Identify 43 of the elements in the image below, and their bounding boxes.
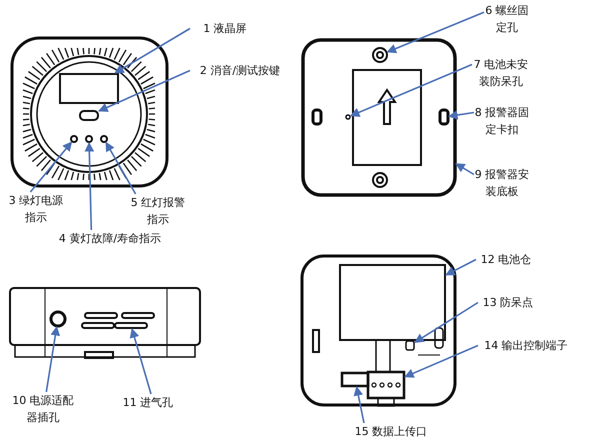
battery-compartment xyxy=(339,264,446,341)
callout-label: 5 红灯报警指示 xyxy=(130,194,186,228)
callout-label: 8 报警器固定卡扣 xyxy=(474,104,530,138)
callout-label: 10 电源适配器插孔 xyxy=(10,392,76,426)
leader-line xyxy=(84,142,94,230)
mute-test-button xyxy=(79,110,99,121)
leader-line xyxy=(130,328,152,394)
foolproof-hole xyxy=(345,114,351,120)
output-terminal xyxy=(366,370,406,400)
air-vent xyxy=(114,322,148,329)
callout-label: 11 进气孔 xyxy=(118,394,178,411)
leader-line xyxy=(114,28,190,74)
callout-label: 4 黄灯故障/寿命指示 xyxy=(55,230,165,247)
leader-line xyxy=(354,386,365,424)
leader-line xyxy=(455,163,474,176)
lcd-screen xyxy=(59,73,119,104)
mounting-plate-drawing xyxy=(301,38,457,197)
callout-label: 7 电池未安装防呆孔 xyxy=(472,56,530,90)
callout-label: 6 螺丝固定孔 xyxy=(484,2,530,36)
leader-line xyxy=(448,110,474,120)
callout-label: 9 报警器安装底板 xyxy=(474,166,530,200)
leader-line xyxy=(404,344,478,378)
mounting-clip xyxy=(438,108,450,126)
power-jack xyxy=(50,310,66,328)
callout-label: 12 电池仓 xyxy=(476,251,536,268)
indicator-light xyxy=(85,135,93,143)
callout-label: 15 数据上传口 xyxy=(346,423,436,440)
callout-label: 14 输出控制端子 xyxy=(478,337,574,354)
indicator-light xyxy=(70,135,78,143)
callout-label: 1 液晶屏 xyxy=(190,20,260,37)
leader-line xyxy=(46,326,60,392)
screw-hole xyxy=(372,47,388,63)
leader-line xyxy=(105,142,136,194)
callout-label: 3 绿灯电源指示 xyxy=(8,192,64,226)
leader-line xyxy=(98,70,190,112)
leader-line xyxy=(414,302,478,343)
callout-label: 13 防呆点 xyxy=(478,294,538,311)
callout-label: 2 消音/测试按键 xyxy=(190,62,290,79)
indicator-light xyxy=(100,135,108,143)
leader-line xyxy=(386,11,484,54)
leader-line xyxy=(350,64,472,117)
leader-line xyxy=(445,258,476,276)
data-port xyxy=(340,372,370,388)
